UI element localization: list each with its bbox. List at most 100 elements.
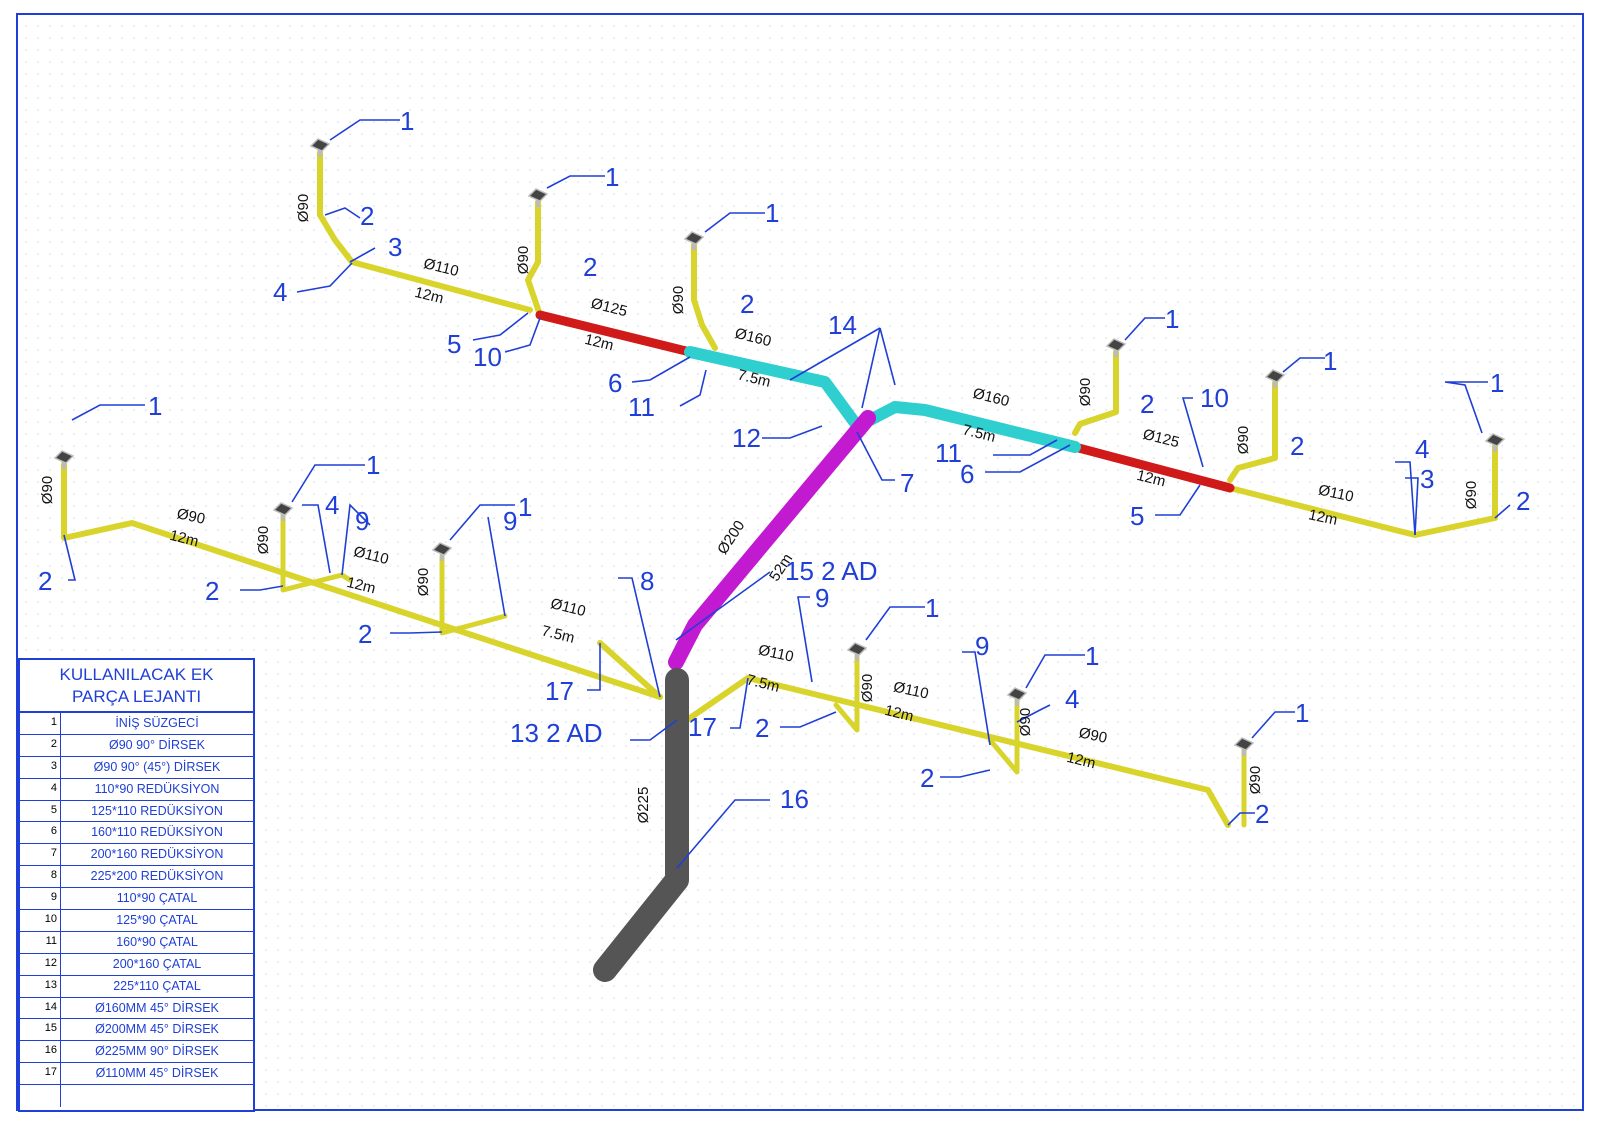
- callout-number: 9: [815, 583, 829, 613]
- leader-line: [1494, 504, 1511, 519]
- pipe-segment: [684, 675, 1231, 828]
- callout-number: 1: [1323, 346, 1337, 376]
- roof-drain-icon: [683, 231, 705, 250]
- pipe-diameter-label: Ø90: [1247, 766, 1264, 794]
- leader-line: [1181, 397, 1204, 468]
- legend-row-number: [20, 1085, 61, 1108]
- leader-line: [71, 404, 145, 421]
- leader-line: [63, 534, 77, 581]
- leader-line: [329, 119, 400, 141]
- leader-line: [1155, 484, 1201, 516]
- legend-row-text: 200*160 REDÜKSİYON: [90, 847, 224, 862]
- pipe-d160-left: [684, 346, 861, 429]
- callout-number: 1: [1085, 641, 1099, 671]
- callout-number: 16: [780, 784, 809, 814]
- legend-row-number: 14: [20, 997, 61, 1019]
- legend-row-text: [61, 1085, 253, 1107]
- pipe-diameter-label: Ø90: [1463, 481, 1480, 509]
- legend-row-text: Ø110MM 45° DİRSEK: [95, 1066, 219, 1081]
- leader-line: [762, 425, 823, 439]
- legend-row-number: 3: [20, 756, 61, 778]
- legend-row-text: Ø90 90° (45°) DİRSEK: [93, 759, 221, 774]
- pipe-d90-d110: [61, 149, 1498, 828]
- callout-number: 2: [38, 566, 52, 596]
- callout-number: 11: [628, 392, 655, 422]
- legend-row-text: 125*90 ÇATAL: [116, 913, 198, 928]
- callout-number: 1: [1490, 368, 1504, 398]
- callout-number: 4: [1065, 684, 1079, 714]
- pipe-diameter-label: Ø225: [635, 787, 652, 824]
- legend-row: 16 Ø225MM 90° DİRSEK: [20, 1041, 253, 1064]
- callout-number: 10: [473, 342, 502, 372]
- pipe-diameter-label: Ø90: [1077, 378, 1094, 406]
- pipe-length-label: 12m: [583, 331, 615, 355]
- legend-row-number: 13: [20, 975, 61, 997]
- leader-line: [940, 769, 991, 778]
- pipe-diameter-label: Ø90: [859, 674, 876, 702]
- legend-row-number: 1: [20, 713, 61, 734]
- roof-drain-icon: [309, 138, 331, 157]
- callout-number: 3: [388, 232, 402, 262]
- leader-line: [240, 585, 284, 591]
- callout-number: 7: [900, 468, 914, 498]
- leader-line: [1395, 461, 1416, 536]
- callout-number: 1: [1295, 698, 1309, 728]
- callout-number: 4: [325, 490, 339, 520]
- callout-number: 1: [148, 391, 162, 421]
- legend-row-text: 225*200 REDÜKSİYON: [90, 869, 224, 884]
- leader-line: [487, 516, 506, 617]
- callout-number: 1: [518, 492, 532, 522]
- leader-line: [1227, 812, 1255, 826]
- callout-number: 2: [583, 252, 597, 282]
- callout-number: 10: [1200, 383, 1229, 413]
- callout-number: 2: [1140, 389, 1154, 419]
- pipe-length-label: 12m: [1135, 467, 1167, 491]
- leader-line: [861, 327, 881, 409]
- pipe-diameter-label: Ø90: [670, 286, 687, 314]
- pipe-d125-left: [535, 310, 695, 357]
- roof-drain-icon: [1264, 369, 1286, 388]
- roof-drain-icon: [272, 502, 294, 521]
- callout-number: 2: [205, 576, 219, 606]
- callout-number: 4: [273, 277, 287, 307]
- legend-row-number: 9: [20, 888, 61, 910]
- callout-number: 17: [545, 676, 574, 706]
- callout-number: 2: [360, 201, 374, 231]
- legend-row-text: Ø90 90° DİRSEK: [108, 737, 205, 752]
- pipe-diameter-label: Ø90: [1017, 708, 1034, 736]
- roof-drain-icon: [1006, 687, 1028, 706]
- legend-row-text: 160*110 REDÜKSİYON: [91, 825, 223, 840]
- callout-number: 2: [358, 619, 372, 649]
- legend-row-number: 11: [20, 931, 61, 953]
- legend-row-number: 16: [20, 1041, 61, 1063]
- leader-line: [1124, 317, 1165, 341]
- leader-line: [302, 504, 331, 574]
- legend-title: KULLANILACAK EK PARÇA LEJANTI: [20, 660, 253, 713]
- leader-line: [472, 312, 529, 341]
- legend-row-text: Ø225MM 90° DİRSEK: [95, 1044, 219, 1059]
- callout-number: 2: [920, 763, 934, 793]
- pipe-diameter-label: Ø90: [515, 246, 532, 274]
- pipe-segment: [439, 553, 508, 636]
- legend-row-number: 10: [20, 910, 61, 931]
- callout-number: 9: [975, 631, 989, 661]
- pipe-segment: [1227, 380, 1278, 483]
- leader-line: [449, 504, 515, 541]
- legend-row-text: 225*110 ÇATAL: [113, 978, 201, 993]
- leader-line: [789, 327, 881, 381]
- legend-row-number: 15: [20, 1019, 61, 1041]
- leader-line: [1251, 711, 1295, 739]
- callout-number: 1: [366, 450, 380, 480]
- pipe-d160-right: [864, 401, 1081, 453]
- callout-number: 2: [755, 713, 769, 743]
- pipe-length-label: 12m: [168, 527, 200, 551]
- roof-drain-icon: [846, 642, 868, 661]
- legend-row: 13 225*110 ÇATAL: [20, 975, 253, 998]
- callout-number: 2: [740, 289, 754, 319]
